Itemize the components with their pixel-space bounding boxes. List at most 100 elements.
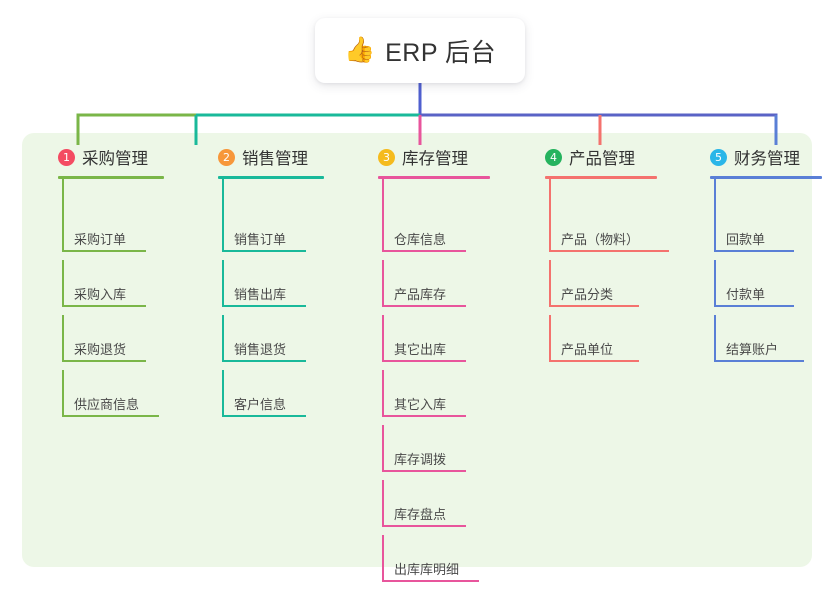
item-rule xyxy=(549,360,639,362)
item-connector xyxy=(382,370,384,417)
item-label: 付款单 xyxy=(726,287,766,302)
item-connector xyxy=(549,179,551,252)
column-header-4[interactable]: 4 产品管理 xyxy=(527,145,657,179)
column-items: 采购订单采购入库采购退货供应商信息 xyxy=(40,179,159,425)
item-connector xyxy=(62,179,64,252)
column-badge-icon: 3 xyxy=(378,148,395,166)
list-item[interactable]: 付款单 xyxy=(714,260,800,315)
list-item[interactable]: 其它入库 xyxy=(382,370,468,425)
item-label: 库存调拨 xyxy=(394,452,447,467)
item-connector xyxy=(549,260,551,307)
item-connector xyxy=(222,260,224,307)
item-rule xyxy=(382,415,466,417)
column-header-rule xyxy=(378,176,490,179)
item-connector xyxy=(62,370,64,417)
item-label: 采购退货 xyxy=(74,342,127,357)
item-rule xyxy=(714,305,794,307)
list-item[interactable]: 其它出库 xyxy=(382,315,468,370)
column-items: 产品（物料） 产品分类产品单位 xyxy=(527,179,669,370)
item-label: 回款单 xyxy=(726,232,766,247)
thumbs-up-icon: 👍 xyxy=(343,36,376,64)
column-title: 采购管理 xyxy=(82,150,148,168)
root-node-title: ERP 后台 xyxy=(385,38,497,67)
column-title: 产品管理 xyxy=(569,150,635,168)
item-label: 结算账户 xyxy=(726,342,779,357)
item-label: 产品单位 xyxy=(561,342,614,357)
list-item[interactable]: 销售订单 xyxy=(222,179,308,260)
item-connector xyxy=(714,315,716,362)
item-rule xyxy=(222,360,306,362)
list-item[interactable]: 出库库明细 xyxy=(382,535,479,590)
item-label: 其它入库 xyxy=(394,397,447,412)
item-rule xyxy=(549,305,639,307)
item-connector xyxy=(382,260,384,307)
item-label: 客户信息 xyxy=(234,397,287,412)
column-header-1[interactable]: 1 采购管理 xyxy=(40,145,164,179)
column-title: 库存管理 xyxy=(402,150,468,168)
item-connector xyxy=(382,315,384,362)
list-item[interactable]: 回款单 xyxy=(714,179,800,260)
item-connector xyxy=(382,179,384,252)
item-rule xyxy=(549,250,669,252)
item-label: 出库库明细 xyxy=(394,562,460,577)
item-label: 其它出库 xyxy=(394,342,447,357)
item-connector xyxy=(714,179,716,252)
item-label: 采购入库 xyxy=(74,287,127,302)
content-panel xyxy=(22,133,812,567)
item-label: 供应商信息 xyxy=(74,397,140,412)
list-item[interactable]: 采购退货 xyxy=(62,315,148,370)
item-rule xyxy=(382,305,466,307)
item-connector xyxy=(714,260,716,307)
item-rule xyxy=(714,360,804,362)
item-rule xyxy=(222,250,306,252)
root-node[interactable]: 👍 ERP 后台 xyxy=(315,18,525,83)
list-item[interactable]: 供应商信息 xyxy=(62,370,159,425)
list-item[interactable]: 客户信息 xyxy=(222,370,308,425)
item-rule xyxy=(62,250,146,252)
item-connector xyxy=(382,480,384,527)
list-item[interactable]: 结算账户 xyxy=(714,315,804,370)
item-rule xyxy=(382,525,466,527)
item-rule xyxy=(714,250,794,252)
list-item[interactable]: 产品分类 xyxy=(549,260,639,315)
item-rule xyxy=(382,470,466,472)
list-item[interactable]: 库存调拨 xyxy=(382,425,468,480)
item-label: 库存盘点 xyxy=(394,507,447,522)
column-title: 财务管理 xyxy=(734,150,800,168)
list-item[interactable]: 产品（物料） xyxy=(549,179,669,260)
item-label: 销售退货 xyxy=(234,342,287,357)
column-4: 4 产品管理产品（物料） 产品分类产品单位 xyxy=(527,145,669,370)
list-item[interactable]: 销售出库 xyxy=(222,260,308,315)
column-header-rule xyxy=(710,176,822,179)
item-label: 采购订单 xyxy=(74,232,127,247)
list-item[interactable]: 仓库信息 xyxy=(382,179,468,260)
item-label: 产品分类 xyxy=(561,287,614,302)
column-items: 回款单付款单结算账户 xyxy=(692,179,804,370)
list-item[interactable]: 采购订单 xyxy=(62,179,148,260)
item-connector xyxy=(382,535,384,582)
column-title: 销售管理 xyxy=(242,150,308,168)
column-badge-icon: 4 xyxy=(545,148,562,166)
list-item[interactable]: 产品库存 xyxy=(382,260,468,315)
item-rule xyxy=(382,360,466,362)
list-item[interactable]: 采购入库 xyxy=(62,260,148,315)
list-item[interactable]: 库存盘点 xyxy=(382,480,468,535)
item-connector xyxy=(382,425,384,472)
item-label: 销售订单 xyxy=(234,232,287,247)
list-item[interactable]: 销售退货 xyxy=(222,315,308,370)
item-label: 销售出库 xyxy=(234,287,287,302)
column-items: 仓库信息产品库存其它出库其它入库库存调拨库存盘点出库库明细 xyxy=(360,179,479,590)
column-header-3[interactable]: 3 库存管理 xyxy=(360,145,490,179)
column-badge-icon: 1 xyxy=(58,148,75,166)
item-label: 产品库存 xyxy=(394,287,447,302)
list-item[interactable]: 产品单位 xyxy=(549,315,639,370)
column-header-2[interactable]: 2 销售管理 xyxy=(200,145,324,179)
column-3: 3 库存管理仓库信息产品库存其它出库其它入库库存调拨库存盘点出库库明细 xyxy=(360,145,490,590)
item-rule xyxy=(62,305,146,307)
item-rule xyxy=(382,580,479,582)
item-label: 产品（物料） xyxy=(561,232,640,247)
item-rule xyxy=(222,415,306,417)
column-badge-icon: 2 xyxy=(218,148,235,166)
item-connector xyxy=(62,260,64,307)
